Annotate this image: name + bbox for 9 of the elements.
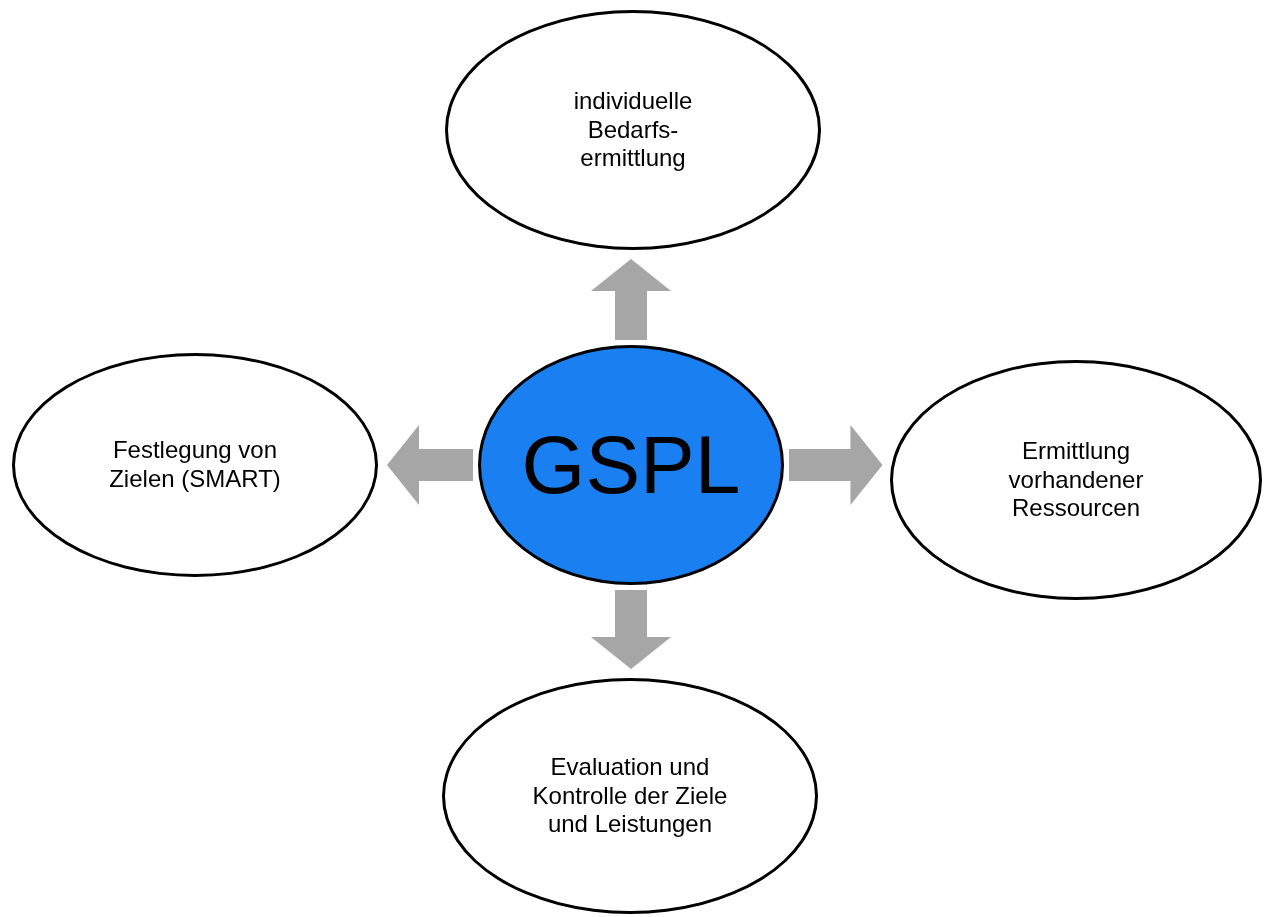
node-label: Evaluation und Kontrolle der Ziele und Leistungen [531,752,729,840]
block-arrow [591,259,671,340]
block-arrow [789,425,883,505]
node-label: Ermittlung vorhandener Ressourcen [1007,436,1145,524]
block-arrow [387,425,473,505]
node-label: Festlegung von Zielen (SMART) [108,436,282,494]
node-label: GSPL [521,417,741,512]
node-label: individuelle Bedarfs- ermittlung [572,86,694,174]
block-arrow [591,590,671,669]
